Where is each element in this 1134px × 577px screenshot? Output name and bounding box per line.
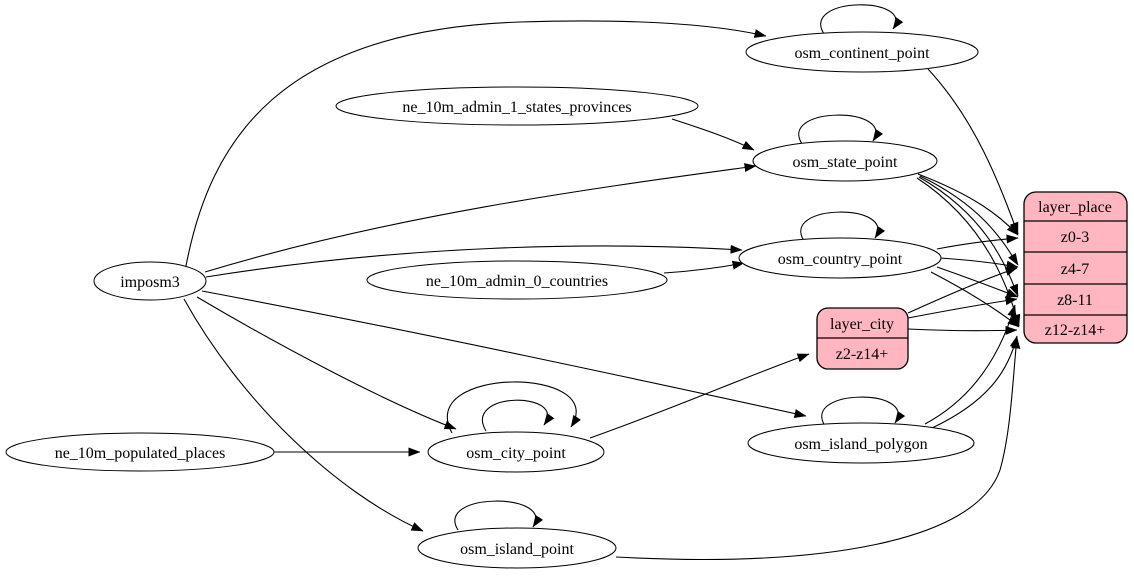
node-label: osm_continent_point bbox=[794, 45, 930, 62]
edge-layer_city-z4-7 bbox=[907, 267, 1018, 314]
edge-layer_city-z12-z14 bbox=[907, 325, 1018, 335]
self-loop-osm_state_point bbox=[798, 114, 884, 145]
record-row-z0-3: z0-3 bbox=[1061, 229, 1089, 246]
edge-imposm3-osm_island_point bbox=[183, 298, 424, 532]
edge-osm_island_polygon-z12-z14 bbox=[931, 335, 1019, 429]
edge-layer_city-z8-11 bbox=[907, 296, 1018, 319]
node-osm_island_point: osm_island_point bbox=[417, 527, 617, 569]
node-label: ne_10m_admin_0_countries bbox=[426, 273, 608, 290]
record-title: layer_place bbox=[1038, 199, 1112, 216]
edge-imposm3-osm_state_point bbox=[204, 163, 757, 273]
node-label: imposm3 bbox=[120, 274, 180, 291]
record-layer_city: layer_city z2-z14+ bbox=[816, 307, 909, 370]
node-osm_island_polygon: osm_island_polygon bbox=[747, 422, 975, 464]
edge-imposm3-osm_island_polygon bbox=[201, 290, 807, 418]
edge-imposm3-osm_country_point bbox=[205, 244, 743, 278]
edge-ne_10m_admin_1_states_provinces-osm_state_point bbox=[671, 118, 755, 151]
node-label: ne_10m_admin_1_states_provinces bbox=[402, 99, 631, 116]
self-loop-inner-osm_city_point bbox=[482, 399, 555, 432]
edge-osm_city_point-layer_city bbox=[589, 353, 810, 439]
node-imposm3: imposm3 bbox=[93, 261, 207, 301]
node-label: osm_city_point bbox=[466, 445, 566, 462]
record-row-z2-z14: z2-z14+ bbox=[836, 346, 889, 363]
node-label: osm_island_polygon bbox=[794, 436, 927, 453]
edge-osm_country_point-z0-3 bbox=[936, 234, 1019, 250]
edge-osm_state_point-z4-7 bbox=[919, 175, 1019, 266]
record-row-z4-7: z4-7 bbox=[1061, 261, 1089, 278]
edge-osm_continent_point-z0-3 bbox=[927, 68, 1019, 235]
edge-osm_state_point-z0-3 bbox=[917, 173, 1019, 236]
node-ne_10m_admin_0_countries: ne_10m_admin_0_countries bbox=[366, 260, 668, 300]
record-row-z12-z14: z12-z14+ bbox=[1045, 322, 1106, 339]
edge-osm_country_point-z4-7 bbox=[939, 257, 1019, 270]
self-loop-osm_continent_point bbox=[820, 4, 904, 35]
node-ne_10m_admin_1_states_provinces: ne_10m_admin_1_states_provinces bbox=[335, 86, 699, 126]
record-title: layer_city bbox=[830, 316, 894, 333]
node-osm_state_point: osm_state_point bbox=[752, 140, 938, 182]
self-loop-osm_island_polygon bbox=[821, 396, 906, 427]
node-osm_country_point: osm_country_point bbox=[738, 237, 942, 279]
self-loop-outer-osm_city_point bbox=[446, 381, 581, 434]
node-group: imposm3 ne_10m_admin_1_states_provinces … bbox=[5, 31, 979, 569]
node-label: osm_country_point bbox=[778, 251, 903, 268]
self-loop-osm_island_point bbox=[454, 500, 544, 531]
node-ne_10m_populated_places: ne_10m_populated_places bbox=[5, 432, 275, 472]
node-osm_city_point: osm_city_point bbox=[427, 431, 605, 473]
node-label: ne_10m_populated_places bbox=[55, 445, 226, 462]
edge-osm_country_point-z8-11 bbox=[936, 266, 1019, 298]
edge-imposm3-osm_continent_point bbox=[185, 20, 767, 267]
edge-osm_state_point-z8-11 bbox=[918, 176, 1019, 297]
edge-group bbox=[183, 4, 1021, 560]
edge-osm_island_polygon-z8-11 bbox=[924, 304, 1017, 425]
record-layer_place: layer_place z0-3 z4-7 z8-11 z12-z14+ bbox=[1023, 191, 1128, 344]
edge-imposm3-osm_city_point bbox=[196, 296, 457, 430]
node-osm_continent_point: osm_continent_point bbox=[745, 31, 979, 73]
node-label: osm_state_point bbox=[793, 154, 898, 171]
record-row-z8-11: z8-11 bbox=[1057, 292, 1093, 309]
edge-ne_10m_admin_0_countries-osm_country_point bbox=[663, 260, 745, 274]
node-label: osm_island_point bbox=[460, 541, 574, 558]
edge-osm_island_point-z12-z14 bbox=[615, 336, 1021, 560]
self-loop-osm_country_point bbox=[800, 211, 886, 242]
